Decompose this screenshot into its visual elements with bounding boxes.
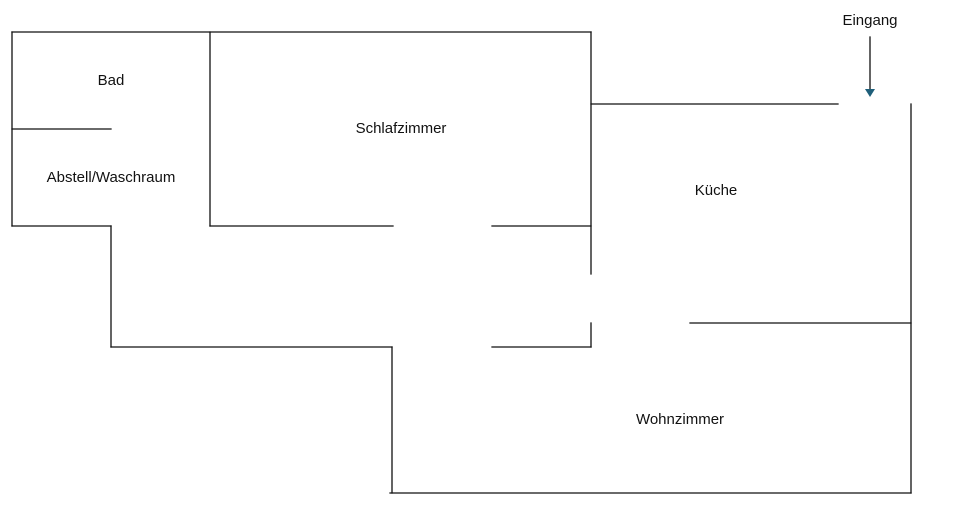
room-label-schlafzimmer: Schlafzimmer — [356, 120, 447, 137]
room-labels: Bad Abstell/Waschraum Schlafzimmer Küche… — [47, 72, 738, 428]
entrance-label: Eingang — [842, 12, 897, 29]
room-label-wohnzimmer: Wohnzimmer — [636, 411, 724, 428]
entrance-marker: Eingang — [842, 12, 898, 97]
room-label-kueche: Küche — [695, 182, 738, 199]
arrow-down-icon — [865, 36, 875, 97]
walls — [11, 31, 912, 494]
room-label-abstell-waschraum: Abstell/Waschraum — [47, 169, 176, 186]
room-label-bad: Bad — [98, 72, 125, 89]
